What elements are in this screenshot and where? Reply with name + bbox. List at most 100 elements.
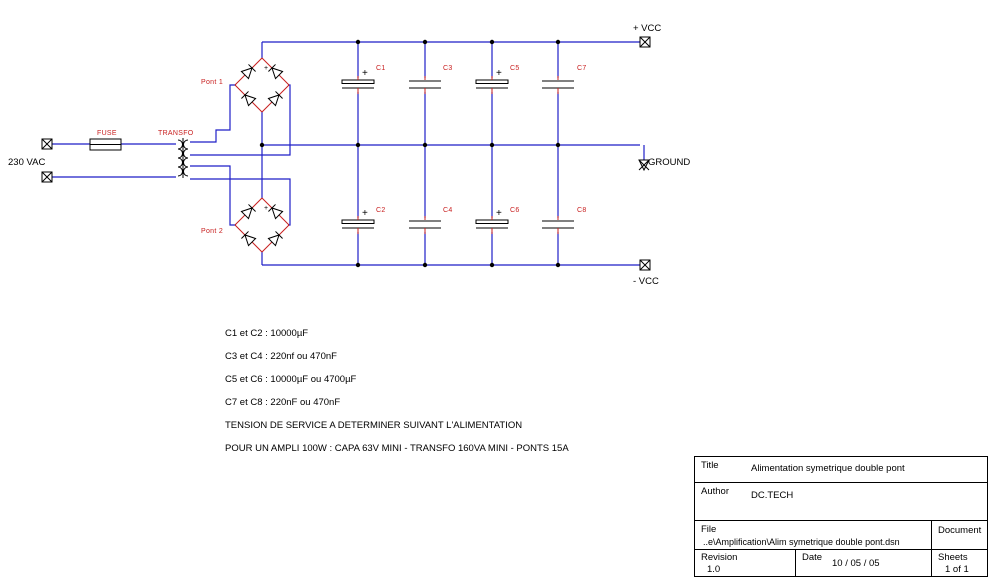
capacitor-upper bbox=[542, 76, 574, 94]
title-row: Title Alimentation symetrique double pon… bbox=[695, 457, 987, 483]
diode-bar bbox=[268, 64, 276, 72]
port-box bbox=[639, 36, 651, 48]
diode-bar bbox=[268, 204, 276, 212]
sheets-value: 1 of 1 bbox=[945, 564, 969, 575]
capacitor-upper bbox=[409, 76, 441, 94]
diode-lead bbox=[261, 57, 273, 69]
component-notes: C1 et C2 : 10000µF C3 et C4 : 220nf ou 4… bbox=[225, 322, 569, 460]
diode-triangle bbox=[244, 234, 257, 247]
note-line: C5 et C6 : 10000µF ou 4700µF bbox=[225, 374, 357, 385]
port-box bbox=[41, 138, 53, 150]
capacitor-upper: + bbox=[475, 68, 509, 94]
author-row: Author DC.TECH bbox=[695, 483, 987, 521]
diode-bar bbox=[275, 231, 283, 239]
wire-secondary-1 bbox=[190, 84, 236, 143]
port-vcc-negative bbox=[639, 259, 651, 271]
diode-bar bbox=[248, 204, 256, 212]
port-cross bbox=[639, 36, 651, 48]
diode-lead bbox=[234, 74, 246, 86]
title-block: Title Alimentation symetrique double pon… bbox=[694, 456, 988, 577]
junction-dot bbox=[555, 262, 561, 268]
diode-triangle bbox=[271, 207, 284, 220]
cap-label-c7: C7 bbox=[577, 65, 587, 72]
document-label: Document bbox=[938, 525, 982, 536]
transformer-winding bbox=[177, 139, 183, 177]
diode-lead bbox=[261, 241, 273, 253]
diode-lead bbox=[251, 57, 263, 69]
diode-lead bbox=[234, 224, 246, 236]
note-line: TENSION DE SERVICE A DETERMINER SUIVANT … bbox=[225, 420, 523, 431]
note-line: C1 et C2 : 10000µF bbox=[225, 328, 309, 339]
cap-label-c2: C2 bbox=[376, 207, 386, 214]
cap-plus-mark: + bbox=[362, 68, 368, 79]
bridge2-label: Pont 2 bbox=[201, 228, 223, 235]
diode-lead bbox=[278, 74, 290, 86]
bridge-1: + bbox=[234, 57, 290, 113]
bridge-plus-mark: + bbox=[264, 65, 268, 72]
port-input-neutral bbox=[41, 171, 53, 183]
junction-dot bbox=[355, 39, 361, 45]
author-value: DC.TECH bbox=[751, 490, 794, 501]
cap-label-c5: C5 bbox=[510, 65, 520, 72]
capacitors: ++++ bbox=[341, 68, 574, 234]
junction-dot bbox=[355, 262, 361, 268]
cap-plate-polar bbox=[475, 79, 509, 84]
date-label: Date bbox=[802, 552, 823, 563]
ground-symbol bbox=[638, 159, 650, 172]
diode-triangle bbox=[240, 67, 253, 80]
bridge-plus-mark: + bbox=[264, 205, 268, 212]
wire-secondary-3 bbox=[190, 165, 236, 226]
junction-dot bbox=[422, 262, 428, 268]
diode-bar bbox=[275, 91, 283, 99]
diode-triangle bbox=[244, 94, 257, 107]
cap-label-c4: C4 bbox=[443, 207, 453, 214]
file-path: ..e\Amplification\Alim symetrique double… bbox=[703, 537, 900, 547]
diode-lead bbox=[251, 241, 263, 253]
port-input-line bbox=[41, 138, 53, 150]
cap-plus-mark: + bbox=[496, 68, 502, 79]
diode-bar bbox=[248, 64, 256, 72]
transformer-label: TRANSFO bbox=[158, 130, 194, 137]
sheets-label: Sheets bbox=[938, 552, 968, 563]
bridges: ++ bbox=[234, 57, 290, 253]
diode-triangle bbox=[240, 207, 253, 220]
diode-lead bbox=[251, 197, 263, 209]
port-box bbox=[41, 171, 53, 183]
schematic: ++ ++++ 230 VAC + VCC GROUND - VCC FUSE … bbox=[8, 23, 690, 287]
note-line: POUR UN AMPLI 100W : CAPA 63V MINI - TRA… bbox=[225, 443, 569, 454]
document-title: Alimentation symetrique double pont bbox=[751, 463, 905, 474]
transformer-winding bbox=[183, 139, 189, 177]
ground-label: GROUND bbox=[648, 157, 690, 168]
diode-bar bbox=[241, 91, 249, 99]
input-voltage-label: 230 VAC bbox=[8, 157, 45, 168]
diode-lead bbox=[261, 197, 273, 209]
note-line: C3 et C4 : 220nf ou 470nF bbox=[225, 351, 337, 362]
port-vcc-positive bbox=[639, 36, 651, 48]
ground-triangle bbox=[638, 159, 650, 172]
junction-dot bbox=[489, 262, 495, 268]
port-cross bbox=[41, 171, 53, 183]
junction-dot bbox=[422, 142, 428, 148]
junction-dot bbox=[555, 142, 561, 148]
cap-plus-mark: + bbox=[362, 208, 368, 219]
vcc-negative-label: - VCC bbox=[633, 276, 659, 287]
diode-lead bbox=[278, 224, 290, 236]
bridge1-label: Pont 1 bbox=[201, 79, 223, 86]
diode-lead bbox=[251, 101, 263, 113]
port-box bbox=[639, 259, 651, 271]
vcc-positive-label: + VCC bbox=[633, 23, 661, 34]
capacitor-upper: + bbox=[341, 68, 375, 94]
cap-plate-polar bbox=[475, 219, 509, 224]
cap-label-c1: C1 bbox=[376, 65, 386, 72]
diode-lead bbox=[278, 214, 290, 226]
file-row: File ..e\Amplification\Alim symetrique d… bbox=[695, 521, 987, 550]
transformer-symbol bbox=[177, 138, 189, 178]
diode-lead bbox=[234, 214, 246, 226]
title-label: Title bbox=[701, 460, 719, 471]
capacitor-lower: + bbox=[341, 208, 375, 234]
junction-dot bbox=[422, 39, 428, 45]
capacitor-lower bbox=[409, 216, 441, 234]
cap-label-c6: C6 bbox=[510, 207, 520, 214]
bridge-2: + bbox=[234, 197, 290, 253]
junction-dot bbox=[489, 142, 495, 148]
